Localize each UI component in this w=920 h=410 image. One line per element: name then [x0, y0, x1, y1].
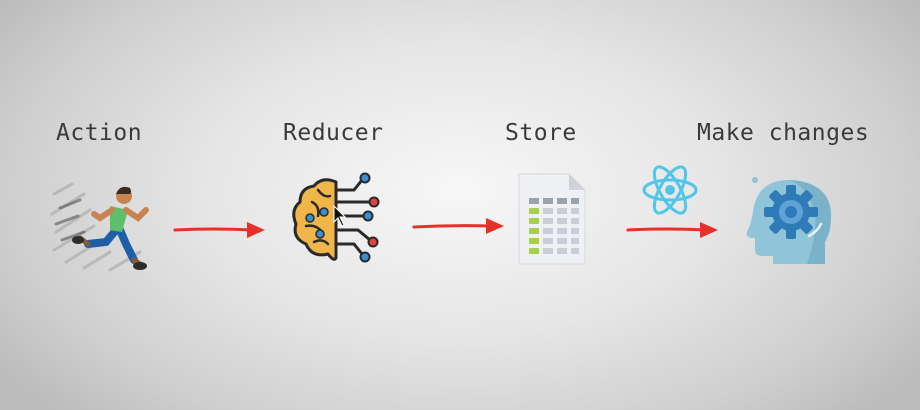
step-label-reducer: Reducer [283, 120, 384, 146]
brain-circuit-icon [288, 172, 388, 267]
step-label-store: Store [505, 120, 577, 146]
flow-arrow-3 [626, 219, 722, 245]
flow-arrow-2 [412, 215, 508, 241]
step-label-make-changes: Make changes [697, 120, 870, 146]
step-label-action: Action [56, 120, 143, 146]
data-sheet-icon [515, 172, 590, 267]
flow-arrow-1 [173, 219, 269, 245]
head-gear-icon [745, 172, 835, 267]
react-atom-icon [640, 162, 700, 218]
running-man-icon [50, 180, 150, 275]
